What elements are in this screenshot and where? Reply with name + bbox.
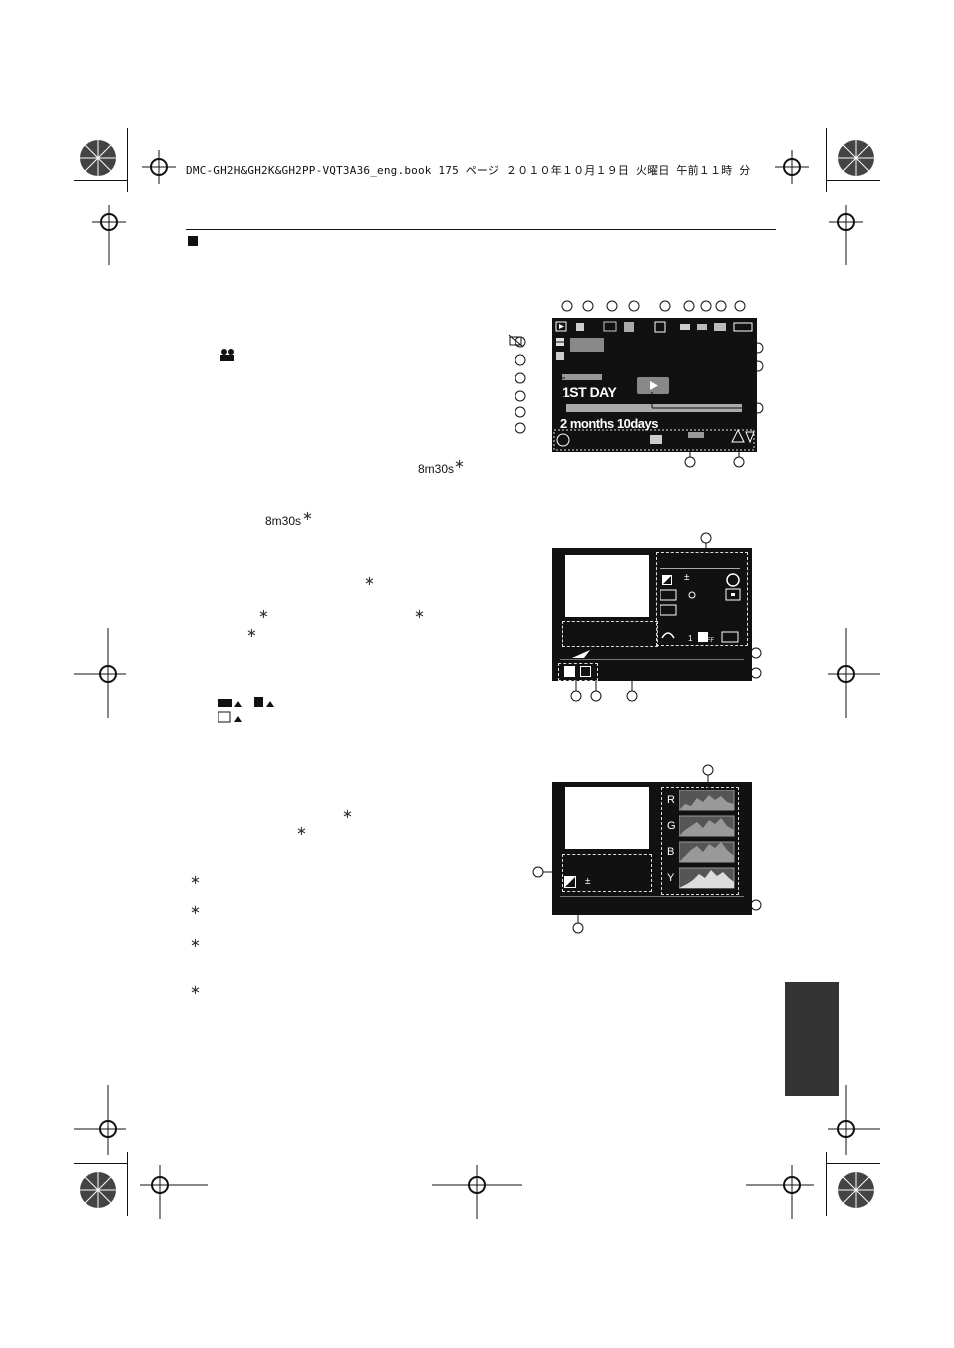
registration-sunburst-icon	[838, 140, 874, 176]
footnote-asterisk: ∗	[454, 456, 465, 471]
histogram-label-y: Y	[667, 872, 675, 884]
elapsed-travel-text: 2 months 10days	[560, 416, 659, 431]
histogram-label-r: R	[667, 794, 675, 806]
exposure-comp-icon	[564, 876, 576, 888]
detailed-info-screen: ± 1 OFF	[552, 548, 752, 681]
crosshair-target-icon	[74, 628, 126, 718]
callout-leaders	[532, 764, 762, 934]
crop-mark	[826, 1152, 827, 1216]
crosshair-target-icon	[828, 628, 880, 718]
registration-sunburst-icon	[838, 1172, 874, 1208]
histogram-label-g: G	[667, 820, 676, 832]
thumbnail-image	[565, 555, 649, 617]
crop-mark	[826, 128, 827, 192]
thumbnail-image	[565, 787, 649, 849]
chapter-tab	[785, 982, 839, 1096]
footnote-asterisk: ∗	[364, 573, 375, 588]
registration-sunburst-icon	[80, 1172, 116, 1208]
footnote-asterisk: ∗	[190, 872, 201, 887]
burst-movie-icons	[218, 697, 274, 723]
footnote-asterisk: ∗	[302, 508, 313, 523]
header-rule	[186, 229, 776, 230]
crosshair-target-icon	[775, 150, 809, 184]
running-header: DMC-GH2H&GH2K&GH2PP-VQT3A36_eng.book 175…	[186, 164, 751, 177]
histogram-group-frame	[661, 787, 739, 895]
crosshair-target-icon	[746, 1165, 814, 1219]
footnote-asterisk: ∗	[190, 902, 201, 917]
info-group-frame	[656, 552, 748, 646]
airplane-icon	[572, 650, 590, 658]
footnote-asterisk: ∗	[258, 606, 269, 621]
callout-leaders	[515, 300, 764, 468]
info-group-frame	[562, 854, 652, 892]
crosshair-target-icon	[140, 1165, 208, 1219]
stabilizer-label: 1	[688, 634, 693, 643]
callout-leaders	[570, 532, 762, 702]
histogram-graphs	[679, 790, 735, 889]
footnote-asterisk: ∗	[246, 625, 257, 640]
registration-sunburst-icon	[80, 140, 116, 176]
crosshair-target-icon	[92, 205, 126, 265]
footnote-asterisk: ∗	[190, 935, 201, 950]
crop-mark	[127, 128, 128, 192]
duration-text: 8m30s	[418, 462, 455, 476]
section-bullet-icon	[188, 236, 198, 246]
footnote-asterisk: ∗	[414, 606, 425, 621]
footnote-asterisk: ∗	[190, 982, 201, 997]
info-group-frame	[562, 621, 658, 647]
footnote-asterisk: ∗	[296, 823, 307, 838]
footnote-asterisk: ∗	[342, 806, 353, 821]
quality-icon	[564, 666, 575, 677]
ev-symbol: ±	[684, 572, 690, 583]
crosshair-target-icon	[829, 205, 863, 265]
crosshair-target-icon	[74, 1085, 126, 1155]
ev-symbol: ±	[585, 876, 591, 887]
crop-mark	[127, 1152, 128, 1216]
histogram-screen: R G B Y ±	[552, 782, 752, 915]
crop-mark	[826, 1163, 880, 1164]
histogram-label-b: B	[667, 846, 675, 858]
duration-text: 8m30s	[265, 514, 302, 528]
crop-mark	[74, 1163, 128, 1164]
crosshair-target-icon	[432, 1165, 522, 1219]
quality-label: L	[655, 322, 661, 332]
crop-mark	[826, 180, 880, 181]
title-text: 1ST DAY	[562, 384, 617, 400]
movie-camera-icon	[220, 349, 234, 361]
crosshair-target-icon	[828, 1085, 880, 1155]
divider	[560, 659, 744, 660]
divider	[560, 896, 744, 897]
exposure-settings-icons	[660, 568, 741, 643]
crosshair-target-icon	[142, 150, 176, 184]
crop-mark	[74, 180, 128, 181]
info-group-frame	[558, 663, 598, 681]
aspect-icon	[580, 666, 591, 677]
iso-label: OFF	[702, 638, 714, 644]
